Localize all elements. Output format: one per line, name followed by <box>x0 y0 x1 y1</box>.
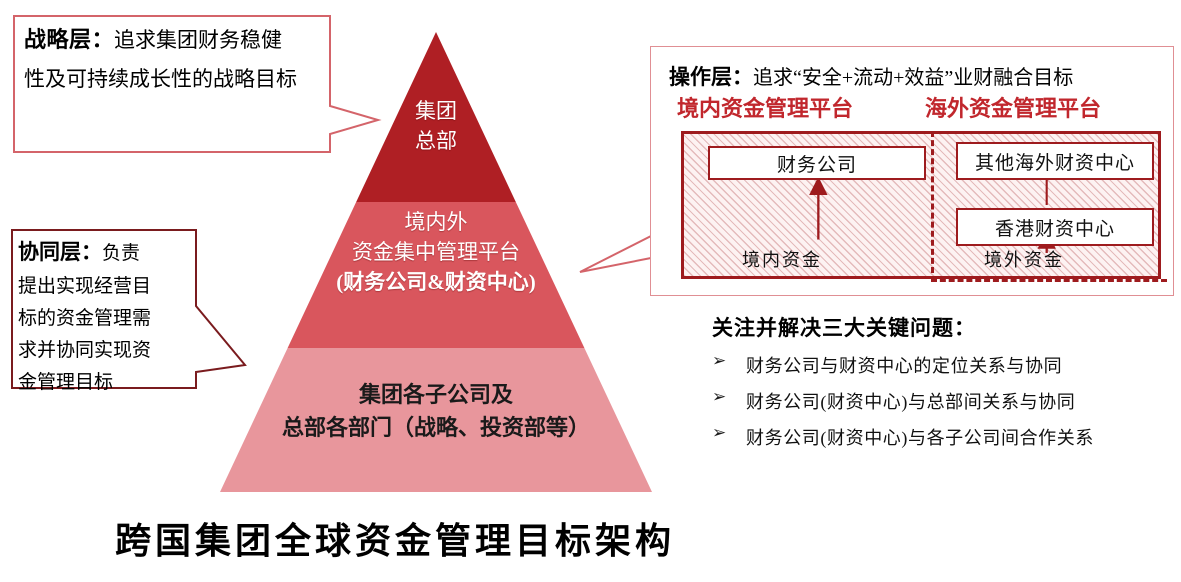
callout-strategy-lead: 战略层： <box>24 27 115 52</box>
pyramid-bot-line2: 总部各部门（战略、投资部等） <box>281 415 590 440</box>
caption-overseas-funds: 境外资金 <box>984 250 1064 270</box>
pyramid-top-line2: 总部 <box>415 129 457 154</box>
pyramid-mid-line2: 资金集中管理平台 <box>352 239 520 264</box>
callout-synergy-line3: 标的资金管理需 <box>18 308 152 329</box>
pyramid-top-line1: 集团 <box>415 99 457 123</box>
callout-synergy-line2: 提出实现经营目 <box>18 276 152 297</box>
callout-synergy-shape <box>11 229 247 389</box>
key-issue-item-3: ➢ 财务公司(财资中心)与各子公司间合作关系 <box>712 424 1181 450</box>
callout-synergy-line1: 负责 <box>102 243 141 264</box>
key-issue-text-1: 财务公司与财资中心的定位关系与协同 <box>746 356 1063 376</box>
node-other-overseas-treasury-center[interactable]: 其他海外财资中心 <box>956 142 1154 180</box>
node-finance-company[interactable]: 财务公司 <box>708 146 926 180</box>
callout-strategy-line1: 追求集团财务稳健 <box>114 28 283 52</box>
key-issues-title: 关注并解决三大关键问题： <box>712 316 976 340</box>
operations-platform-titles: 境内资金管理平台 海外资金管理平台 <box>667 91 1165 123</box>
callout-synergy: 协同层：负责 提出实现经营目 标的资金管理需 求并协同实现资 金管理目标 <box>18 236 186 394</box>
callout-synergy-lead: 协同层： <box>18 240 102 264</box>
arrow-bullet-icon: ➢ <box>712 423 727 443</box>
arrow-bullet-icon: ➢ <box>712 387 727 407</box>
key-issue-text-2: 财务公司(财资中心)与总部间关系与协同 <box>746 392 1076 412</box>
caption-domestic-funds: 境内资金 <box>742 250 822 270</box>
key-issue-item-1: ➢ 财务公司与财资中心的定位关系与协同 <box>712 352 1181 378</box>
key-issues-list: ➢ 财务公司与财资中心的定位关系与协同 ➢ 财务公司(财资中心)与总部间关系与协… <box>712 352 1181 450</box>
callout-synergy-line4: 求并协同实现资 <box>18 340 152 361</box>
callout-synergy-line5: 金管理目标 <box>18 372 114 393</box>
operations-panel-heading: 操作层：追求“安全+流动+效益”业财融合目标 <box>669 61 1169 91</box>
callout-strategy-shape <box>13 15 382 153</box>
operations-panel: 操作层：追求“安全+流动+效益”业财融合目标 境内资金管理平台 海外资金管理平台 <box>650 46 1174 296</box>
pyramid-tier-bottom <box>220 348 652 492</box>
operations-inner-hatched-box: 财务公司 其他海外财资中心 香港财资中心 境内资金 境外资金 <box>681 131 1167 282</box>
operations-panel-heading-lead: 操作层： <box>669 65 753 89</box>
diagram-title: 跨国集团全球资金管理目标架构 <box>114 521 675 562</box>
key-issue-text-3: 财务公司(财资中心)与各子公司间合作关系 <box>746 428 1094 448</box>
pyramid-tier-middle-label: 境内外 资金集中管理平台 (财务公司&财资中心) <box>250 208 622 297</box>
pyramid-tier-top-label: 集团 总部 <box>336 96 536 157</box>
arrow-bullet-icon: ➢ <box>712 351 727 371</box>
pyramid-mid-line1: 境内外 <box>404 210 468 234</box>
key-issues-block: 关注并解决三大关键问题： ➢ 财务公司与财资中心的定位关系与协同 ➢ 财务公司(… <box>712 312 1181 450</box>
callout-strategy-line2: 性及可持续成长性的战略目标 <box>24 67 297 91</box>
key-issue-item-2: ➢ 财务公司(财资中心)与总部间关系与协同 <box>712 388 1181 414</box>
node-hongkong-treasury-center[interactable]: 香港财资中心 <box>956 208 1154 246</box>
operations-panel-heading-rest: 追求“安全+流动+效益”业财融合目标 <box>753 67 1074 89</box>
callout-strategy: 战略层：追求集团财务稳健 性及可持续成长性的战略目标 <box>24 22 320 93</box>
pyramid-bot-line1: 集团各子公司及 <box>358 382 513 407</box>
platform-title-overseas: 海外资金管理平台 <box>925 96 1102 121</box>
pyramid-tier-bottom-label: 集团各子公司及 总部各部门（战略、投资部等） <box>198 378 674 444</box>
pyramid-mid-line3: (财务公司&财资中心) <box>336 269 536 294</box>
platform-title-domestic: 境内资金管理平台 <box>677 96 854 121</box>
